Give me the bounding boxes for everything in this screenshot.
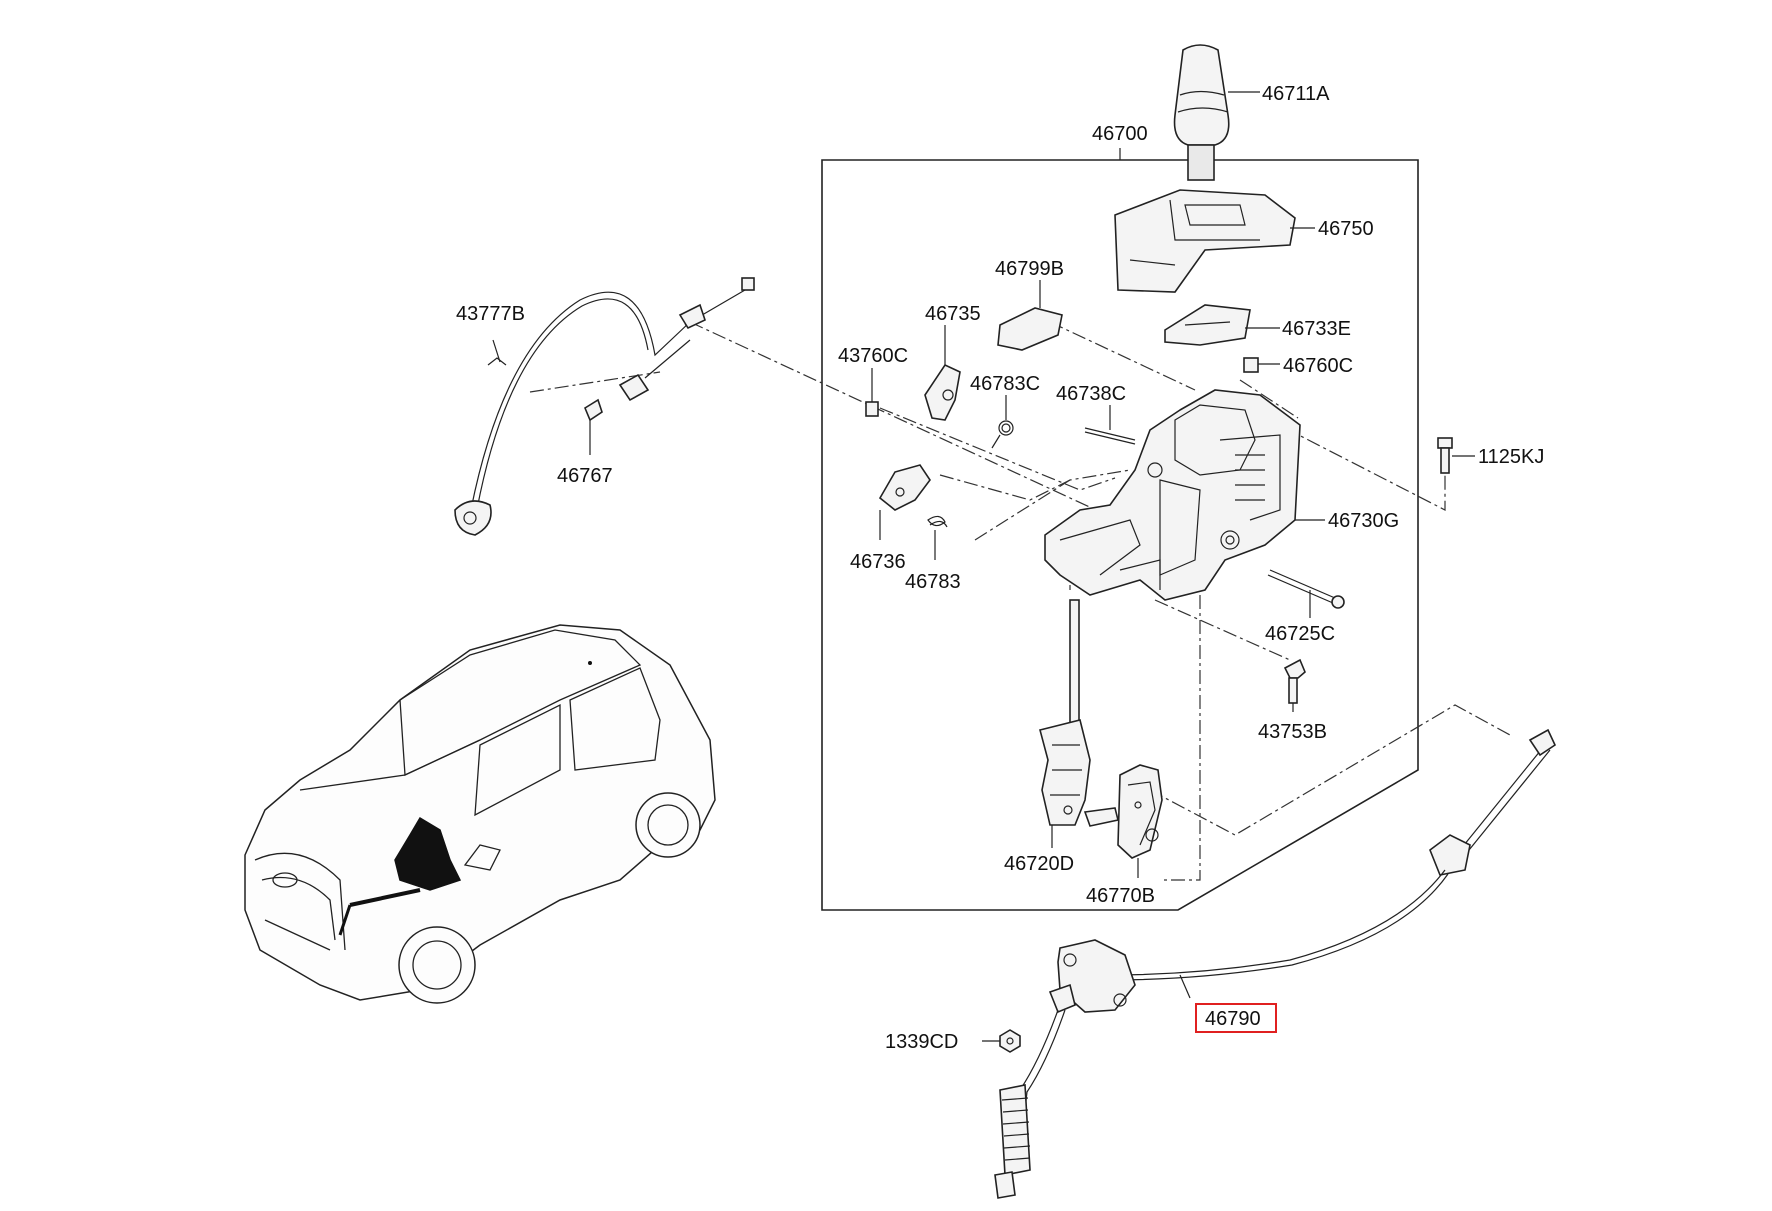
part-labels: 46711A 46700 46750 46799B 46733E 46735 4… bbox=[456, 83, 1544, 1053]
assembly-frame-46700 bbox=[821, 159, 1419, 911]
bracket-46770B[interactable] bbox=[1117, 764, 1163, 878]
label-46725C[interactable]: 46725C bbox=[1265, 623, 1335, 645]
bolt-1125KJ[interactable] bbox=[1437, 437, 1475, 474]
label-43760C[interactable]: 43760C bbox=[838, 345, 908, 367]
label-46767[interactable]: 46767 bbox=[557, 465, 613, 487]
pin-46738C[interactable] bbox=[1084, 405, 1136, 445]
label-46738C[interactable]: 46738C bbox=[1056, 383, 1126, 405]
label-46790[interactable]: 46790 bbox=[1205, 1008, 1261, 1030]
vehicle-location-illustration bbox=[244, 624, 716, 1004]
pin-46725C[interactable] bbox=[1267, 569, 1345, 618]
label-46711A[interactable]: 46711A bbox=[1262, 83, 1330, 105]
highlight-box-46790 bbox=[1195, 1003, 1277, 1033]
label-46730G[interactable]: 46730G bbox=[1328, 510, 1399, 532]
shift-rod-46720D[interactable] bbox=[1039, 599, 1119, 848]
spring-46783C[interactable] bbox=[991, 395, 1014, 449]
label-46783C[interactable]: 46783C bbox=[970, 373, 1040, 395]
cable-46790[interactable] bbox=[994, 728, 1557, 1199]
label-46736[interactable]: 46736 bbox=[850, 551, 906, 573]
label-46733E[interactable]: 46733E bbox=[1282, 318, 1351, 340]
label-46750[interactable]: 46750 bbox=[1318, 218, 1374, 240]
part-46799B[interactable] bbox=[997, 280, 1063, 351]
label-1125KJ[interactable]: 1125KJ bbox=[1478, 446, 1544, 468]
label-1339CD[interactable]: 1339CD bbox=[885, 1031, 958, 1053]
bracket-46730G[interactable] bbox=[1044, 389, 1325, 601]
gear-knob-46711A[interactable] bbox=[1173, 44, 1260, 181]
label-46700[interactable]: 46700 bbox=[1092, 123, 1148, 145]
label-43777B[interactable]: 43777B bbox=[456, 303, 525, 325]
label-46783[interactable]: 46783 bbox=[905, 571, 961, 593]
cable-46767[interactable] bbox=[454, 277, 755, 536]
label-46735[interactable]: 46735 bbox=[925, 303, 981, 325]
label-46799B[interactable]: 46799B bbox=[995, 258, 1064, 280]
label-43753B[interactable]: 43753B bbox=[1258, 721, 1327, 743]
indicator-cover-46750[interactable] bbox=[1114, 189, 1315, 293]
leader-dashes bbox=[529, 321, 1511, 881]
plate-46733E[interactable] bbox=[1164, 304, 1280, 346]
label-46720D[interactable]: 46720D bbox=[1004, 853, 1074, 875]
clip-46760C[interactable] bbox=[1243, 357, 1280, 373]
spring-46783[interactable] bbox=[927, 515, 948, 560]
label-46760C[interactable]: 46760C bbox=[1283, 355, 1353, 377]
bolt-43753B[interactable] bbox=[1283, 658, 1306, 712]
nut-43760C[interactable] bbox=[865, 368, 879, 417]
label-46770B[interactable]: 46770B bbox=[1086, 885, 1155, 907]
lever-46735[interactable] bbox=[924, 325, 961, 421]
detent-46736[interactable] bbox=[878, 464, 931, 540]
nut-1339CD[interactable] bbox=[982, 1029, 1021, 1053]
